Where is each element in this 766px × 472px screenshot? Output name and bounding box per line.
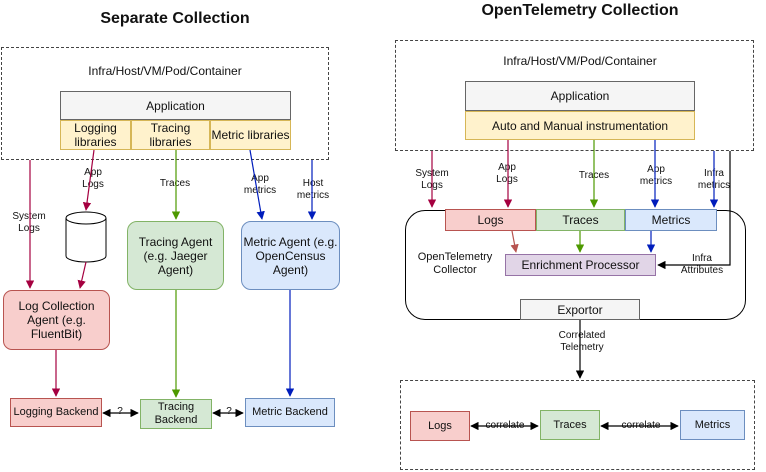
- label-correlate-2: correlate: [614, 420, 668, 432]
- exporter-box: Exportor: [520, 299, 640, 320]
- left-title: Separate Collection: [100, 10, 250, 27]
- output-logs-box: Logs: [410, 411, 470, 441]
- logging-backend-box: Logging Backend: [10, 398, 102, 427]
- signal-metrics-box: Metrics: [625, 209, 717, 231]
- label-traces-left: Traces: [156, 178, 194, 190]
- label-host-metrics: Host metrics: [293, 178, 333, 202]
- label-correlated-telemetry: Correlated Telemetry: [552, 330, 612, 354]
- label-infra-attributes: Infra Attributes: [676, 253, 728, 277]
- logging-libraries-box: Logging libraries: [60, 120, 131, 150]
- label-correlate-1: correlate: [478, 420, 532, 432]
- metric-libraries-box: Metric libraries: [210, 120, 291, 150]
- label-app-logs-right: App Logs: [492, 162, 522, 186]
- output-metrics-box: Metrics: [680, 410, 745, 440]
- output-container: [400, 380, 755, 470]
- right-infra-label: Infra/Host/VM/Pod/Container: [503, 54, 657, 68]
- metric-agent-box: Metric Agent (e.g. OpenCensus Agent): [241, 221, 340, 290]
- label-app-metrics-left: App metrics: [240, 173, 280, 197]
- left-infra-label: Infra/Host/VM/Pod/Container: [88, 64, 242, 78]
- left-application-box: Application: [60, 91, 291, 120]
- edge-file-logs-to-agent: [77, 261, 87, 289]
- file-logs-label: File Logs: [73, 227, 97, 252]
- signal-traces-box: Traces: [536, 209, 625, 231]
- label-app-logs-left: App Logs: [78, 167, 108, 191]
- right-application-box: Application: [465, 81, 695, 111]
- tracing-libraries-box: Tracing libraries: [131, 120, 210, 150]
- tracing-agent-box: Tracing Agent (e.g. Jaeger Agent): [127, 221, 224, 290]
- metric-backend-box: Metric Backend: [245, 398, 335, 427]
- collector-label: OpenTelemetry Collector: [417, 251, 493, 276]
- label-infra-metrics: Infra metrics: [692, 168, 736, 192]
- label-app-metrics-right: App metrics: [636, 164, 676, 188]
- enrichment-processor-box: Enrichment Processor: [505, 254, 656, 276]
- output-traces-box: Traces: [540, 410, 600, 440]
- label-traces-right: Traces: [575, 170, 613, 182]
- tracing-backend-box: Tracing Backend: [140, 399, 212, 429]
- right-title: OpenTelemetry Collection: [481, 2, 679, 19]
- instrumentation-box: Auto and Manual instrumentation: [465, 111, 695, 140]
- label-question-1: ?: [114, 406, 126, 418]
- label-system-logs-right: System Logs: [410, 168, 454, 192]
- signal-logs-box: Logs: [445, 209, 536, 231]
- left-infra-container: [1, 47, 329, 160]
- label-question-2: ?: [223, 406, 235, 418]
- log-collection-agent-box: Log Collection Agent (e.g. FluentBit): [3, 290, 110, 350]
- right-infra-container: [395, 40, 754, 151]
- label-system-logs-left: System Logs: [7, 211, 51, 235]
